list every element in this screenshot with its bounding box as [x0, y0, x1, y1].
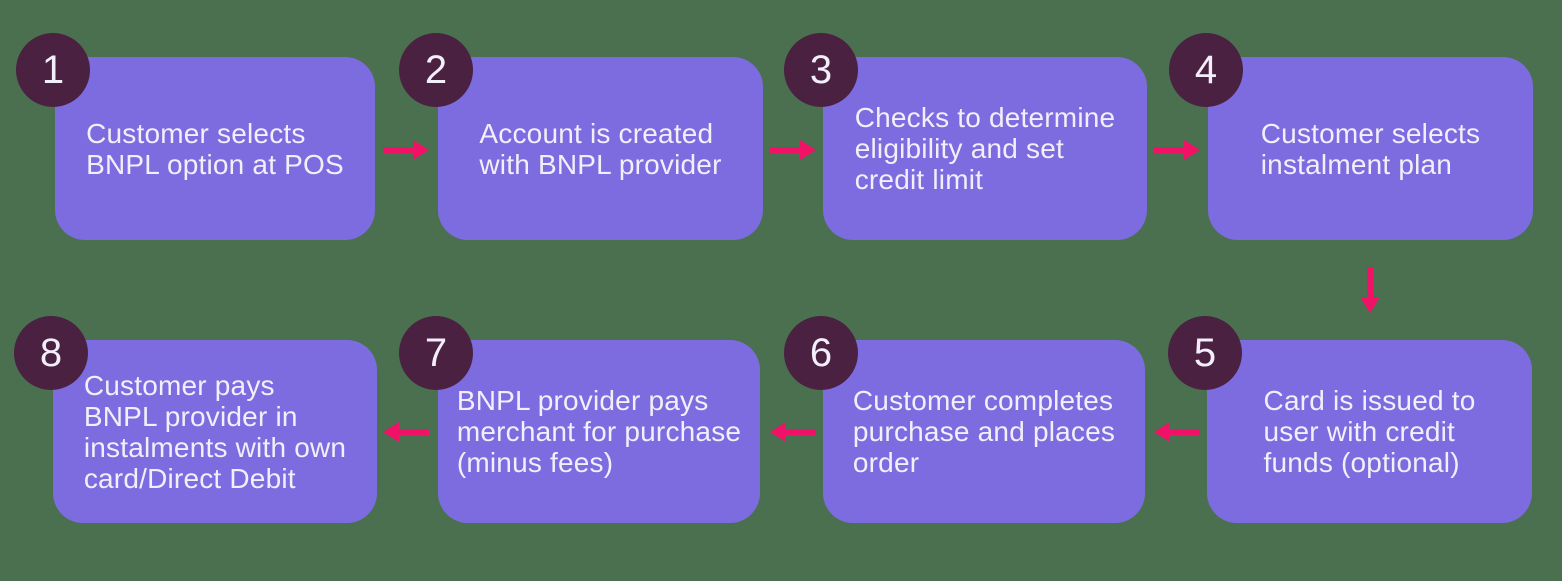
arrow-head: [413, 140, 429, 160]
step-box-4: 4 Customer selects instalment plan: [1169, 33, 1533, 240]
step-box-2: 2 Account is created with BNPL provider: [399, 33, 763, 240]
step-number: 5: [1193, 331, 1217, 375]
step-7-number-badge: 7: [399, 316, 473, 390]
step-text: Customer selects instalment plan: [1260, 117, 1481, 180]
arrow-down-icon: [1360, 267, 1380, 313]
step-box-7: 7 BNPL provider pays merchant for purcha…: [399, 316, 760, 523]
step-number: 6: [809, 331, 833, 375]
arrow-head: [770, 422, 786, 442]
arrow-shaft: [396, 429, 429, 435]
step-text: Customer pays BNPL provider in instalmen…: [83, 369, 347, 494]
arrow-right-icon: [1154, 140, 1200, 160]
step-number: 8: [39, 331, 63, 375]
step-3-number-badge: 3: [784, 33, 858, 107]
step-box-8: 8 Customer pays BNPL provider in instalm…: [14, 316, 377, 523]
step-4-number-badge: 4: [1169, 33, 1243, 107]
step-number: 4: [1194, 48, 1218, 92]
arrow-head: [1184, 140, 1200, 160]
arrow-shaft: [783, 429, 816, 435]
step-2-number-badge: 2: [399, 33, 473, 107]
step-text: Customer selects BNPL option at POS: [86, 117, 344, 180]
arrow-head: [800, 140, 816, 160]
step-number: 7: [424, 331, 448, 375]
step-8-number-badge: 8: [14, 316, 88, 390]
arrow-right-icon: [770, 140, 816, 160]
step-box-1: 1 Customer selects BNPL option at POS: [16, 33, 375, 240]
arrow-shaft: [1154, 147, 1187, 153]
arrow-head: [1360, 297, 1380, 313]
arrow-left-icon: [770, 422, 816, 442]
step-box-3: 3 Checks to determine eligibility and se…: [784, 33, 1147, 240]
step-text: Card is issued to user with credit funds…: [1263, 385, 1476, 478]
step-number: 2: [424, 48, 448, 92]
arrow-shaft: [1367, 267, 1373, 300]
arrow-left-icon: [383, 422, 429, 442]
arrow-head: [383, 422, 399, 442]
step-text: Account is created with BNPL provider: [479, 117, 722, 180]
arrow-left-icon: [1154, 422, 1200, 442]
arrow-shaft: [770, 147, 803, 153]
step-6-number-badge: 6: [784, 316, 858, 390]
step-number: 1: [41, 48, 65, 92]
step-1-number-badge: 1: [16, 33, 90, 107]
step-5-number-badge: 5: [1168, 316, 1242, 390]
step-text: Checks to determine eligibility and set …: [854, 102, 1116, 195]
arrow-shaft: [1167, 429, 1200, 435]
arrow-right-icon: [383, 140, 429, 160]
step-text: Customer completes purchase and places o…: [852, 385, 1116, 478]
step-number: 3: [809, 48, 833, 92]
step-text: BNPL provider pays merchant for purchase…: [456, 385, 742, 478]
step-box-6: 6 Customer completes purchase and places…: [784, 316, 1145, 523]
step-box-5: 5 Card is issued to user with credit fun…: [1168, 316, 1532, 523]
arrow-shaft: [383, 147, 416, 153]
arrow-head: [1154, 422, 1170, 442]
